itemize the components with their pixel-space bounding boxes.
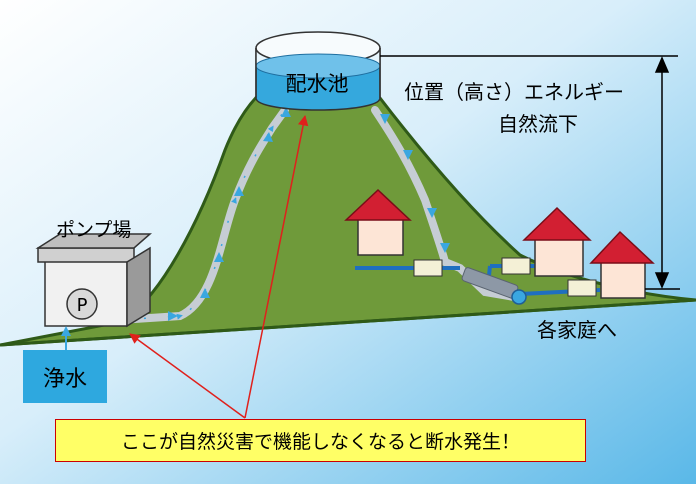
pointer-lines: [129, 114, 309, 419]
reservoir-label: 配水池: [285, 72, 349, 96]
downhill-arrows: [380, 114, 450, 253]
energy-label: 位置（高さ）エネルギー: [404, 80, 624, 104]
height-dimension: [380, 55, 680, 290]
to-homes-label: 各家庭へ: [537, 318, 617, 342]
clean-water-label: 浄水: [42, 366, 87, 392]
house-1: [344, 188, 412, 256]
pump-icon: [66, 288, 98, 320]
house-3: [589, 230, 655, 299]
inflow-arrow: [61, 326, 71, 336]
warning-box: ここが自然災害で機能しなくなると断水発生！: [55, 419, 586, 462]
pump-house: P: [35, 233, 152, 328]
house-2: [522, 206, 592, 277]
reservoir-tank: [255, 31, 381, 111]
clean-water-box: 浄水: [23, 350, 107, 403]
valve: [511, 289, 527, 305]
gravity-flow-label: 自然流下: [498, 112, 578, 136]
ground-line: [0, 298, 696, 347]
pump-station-label: ポンプ場: [56, 219, 132, 241]
pump-symbol: P: [77, 295, 88, 316]
uphill-arrows: [168, 107, 291, 321]
water-meters: [413, 257, 597, 297]
warning-text: ここが自然災害で機能しなくなると断水発生！: [120, 431, 520, 453]
downhill-pipe: [371, 106, 524, 302]
